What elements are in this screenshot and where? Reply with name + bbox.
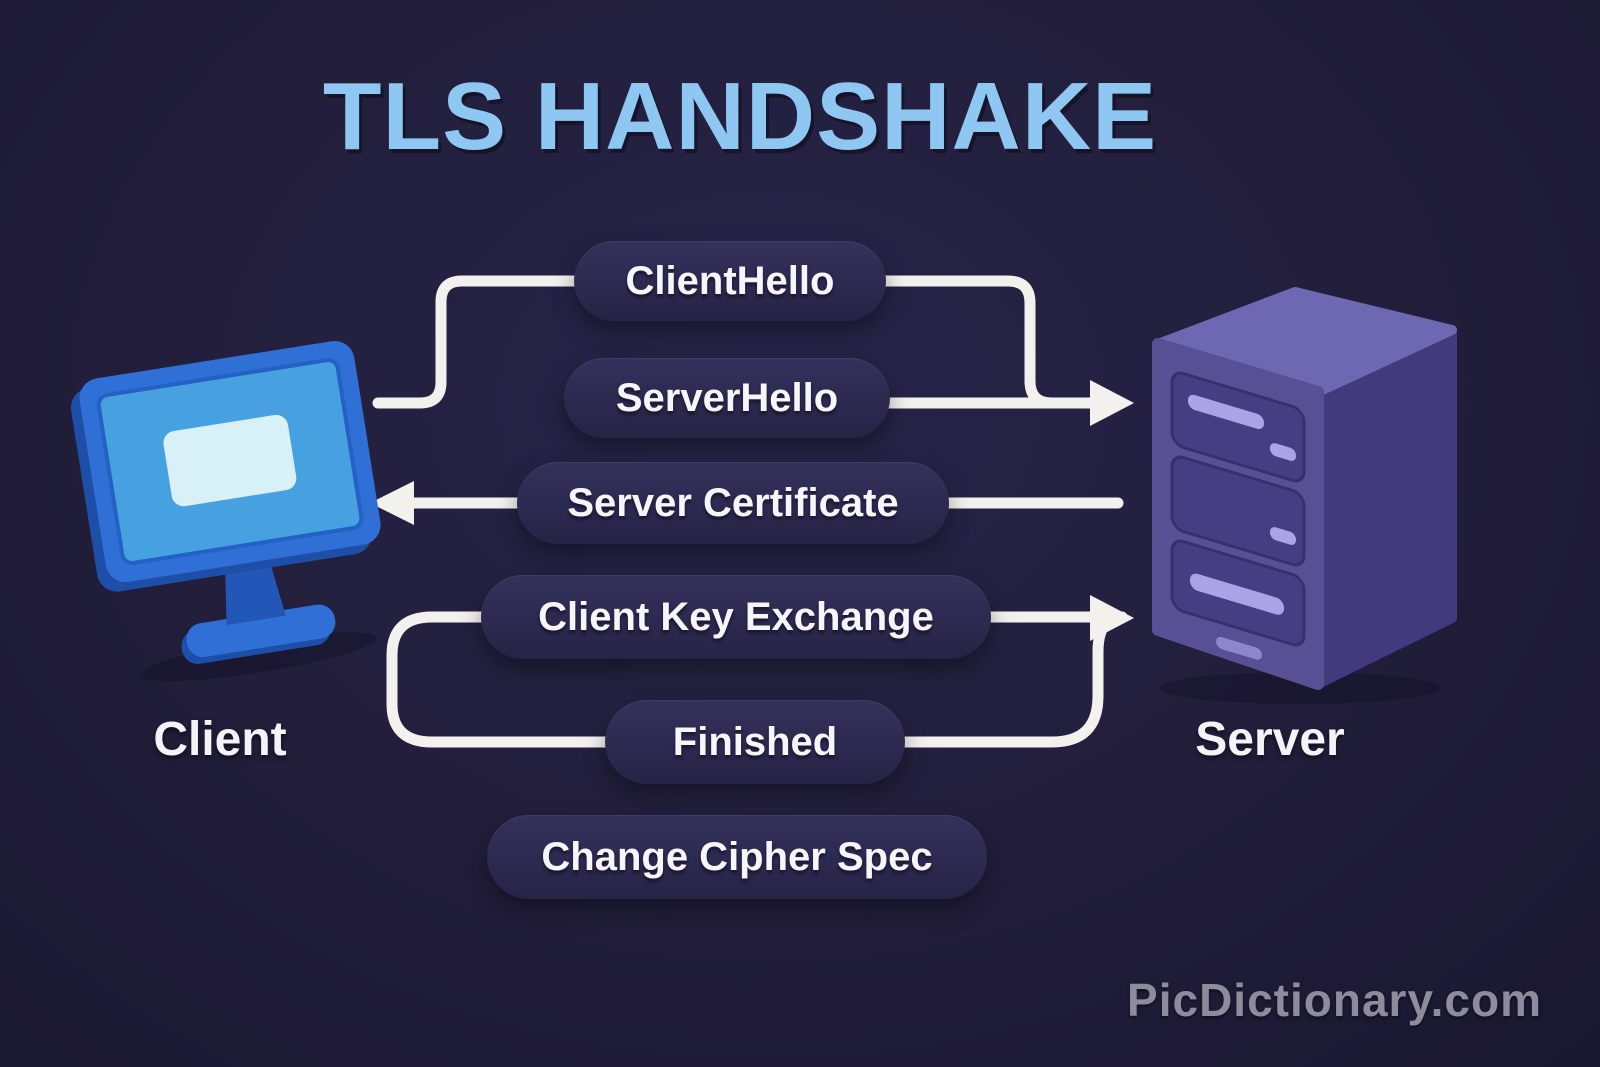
watermark-text: PicDictionary.com: [1127, 974, 1542, 1026]
server-label: Server: [1195, 713, 1345, 766]
server-tower-icon: [1152, 287, 1457, 704]
client-label: Client: [153, 713, 287, 766]
message-pill-finished: Finished: [605, 700, 905, 784]
client-computer-icon: [70, 340, 381, 682]
message-pill-change-cipher-spec: Change Cipher Spec: [487, 815, 987, 899]
message-pill-server-certificate: Server Certificate: [517, 462, 949, 544]
arrowhead-to-server-top: [1090, 380, 1134, 426]
page-title: TLS HANDSHAKE: [322, 63, 1158, 170]
message-pill-client-key-exchange: Client Key Exchange: [481, 575, 991, 659]
arrowhead-to-client: [370, 481, 414, 525]
connector-key-exchange-finished-bracket: [386, 611, 666, 748]
arrowhead-to-server-bottom: [1090, 595, 1134, 641]
message-pill-clienthello: ClientHello: [574, 241, 886, 321]
message-pill-serverhello: ServerHello: [564, 358, 890, 438]
